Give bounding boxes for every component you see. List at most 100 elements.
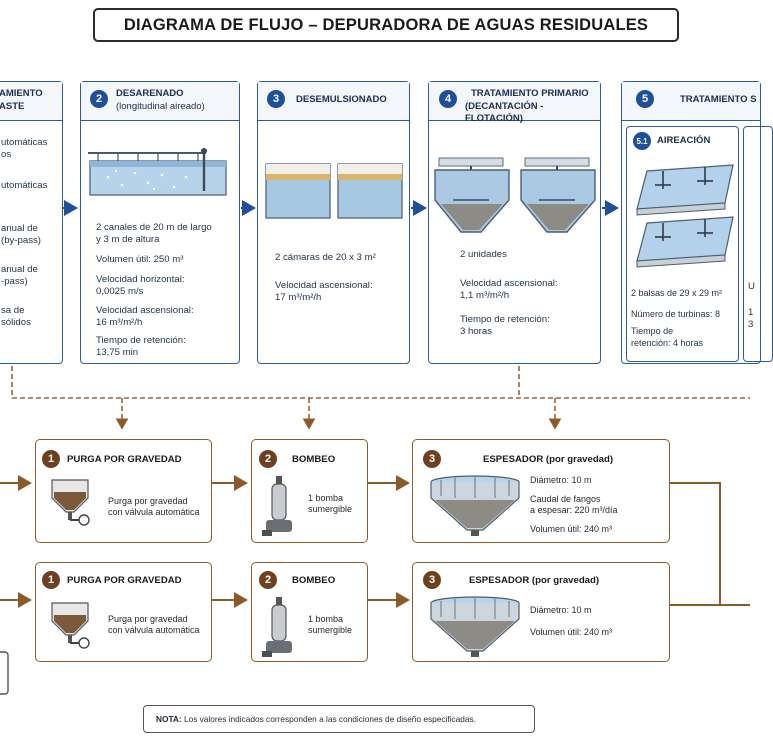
- stage-5-title: TRATAMIENTO S: [680, 94, 757, 105]
- aeration-line: 2 balsas de 29 x 29 m²: [631, 288, 723, 298]
- stage-2-header: 2 DESARENADO (longitudinal aireado): [81, 82, 239, 121]
- row2-espesador-text: Volumen útil: 240 m³: [530, 627, 613, 637]
- row1-espesador-text: Diámetro: 10 m: [530, 475, 592, 485]
- stage-2-line: Volumen útil: 250 m³: [96, 254, 184, 265]
- row2-purga-number: 1: [42, 571, 60, 589]
- footnote-text: Los valores indicados corresponden a las…: [181, 714, 476, 724]
- stage-5-card: 5 TRATAMIENTO S 5.1 AIREACIÓN 2 balsas d…: [621, 81, 773, 364]
- stage-1-line: anual de: [1, 264, 38, 275]
- stage-3-header: 3 DESEMULSIONADO: [258, 82, 409, 121]
- stage-4-number: 4: [439, 90, 457, 108]
- row2-purga-title: PURGA POR GRAVEDAD: [67, 575, 182, 586]
- aeration-basin-2: [636, 216, 734, 268]
- stage-1-line: utomáticas: [1, 180, 48, 191]
- stage-2-line: 16 m³/m²/h: [96, 317, 143, 328]
- stage-1-line: sa de: [1, 305, 25, 316]
- aeration-subcard: 5.1 AIREACIÓN 2 balsas de 29 x 29 m² Núm…: [626, 126, 739, 362]
- stage-4-line: Tiempo de retención:: [460, 314, 550, 325]
- aeration-number: 5.1: [633, 132, 651, 150]
- primary-settler-illustration: [434, 157, 596, 233]
- row1-espesador-text: a espesar: 220 m³/día: [530, 505, 618, 515]
- settler-unit-1: [434, 157, 510, 233]
- row1-purga-text: Purga por gravedad: [108, 496, 188, 506]
- desander-channel-illustration: [88, 148, 227, 196]
- aeration-line: Número de turbinas: 8: [631, 309, 721, 319]
- stage-2-line: Velocidad ascensional:: [96, 305, 194, 316]
- stage-2-line: 13,75 min: [96, 347, 139, 358]
- stage-4-line: Velocidad ascensional:: [460, 278, 558, 289]
- stage-1-title2: ASTE: [0, 101, 25, 112]
- submersible-pump-icon: [262, 597, 292, 657]
- stage-2-line: y 3 m de altura: [96, 234, 160, 245]
- stage-2-line: 2 canales de 20 m de largo: [96, 222, 212, 233]
- stage-4-subtitle: (DECANTACIÓN - FLOTACIÓN): [465, 101, 544, 124]
- aeration-title: AIREACIÓN: [657, 135, 711, 146]
- row2-espesador-card: 3 ESPESADOR (por gravedad) Diámetro: 10 …: [412, 562, 670, 662]
- partial-left-box: [0, 651, 9, 695]
- submersible-pump-icon: [262, 476, 292, 536]
- stage-3-line: 2 cámaras de 20 x 3 m²: [275, 252, 376, 263]
- stage-2-subtitle: (longitudinal aireado): [116, 101, 205, 112]
- gravity-hopper-icon: [51, 602, 90, 649]
- row1-espesador-title: ESPESADOR (por gravedad): [483, 454, 614, 465]
- stage-5-number: 5: [636, 90, 654, 108]
- stage-2-line: Tiempo de retención:: [96, 335, 186, 346]
- stage-1-title: AMIENTO: [0, 88, 43, 99]
- stage-1-line: utomáticas: [1, 137, 48, 148]
- row2-bombeo-text: 1 bomba: [308, 614, 344, 624]
- settler-unit-2: [520, 157, 596, 233]
- stage-3-line: 17 m³/m²/h: [275, 292, 322, 303]
- row2-espesador-text: Diámetro: 10 m: [530, 605, 592, 615]
- row1-bombeo-number: 2: [259, 450, 277, 468]
- stage-1-line: os: [1, 149, 12, 160]
- stage-3-line: Velocidad ascensional:: [275, 280, 373, 291]
- next-subcard-line: 3: [748, 319, 754, 330]
- diagram-title: DIAGRAMA DE FLUJO – DEPURADORA DE AGUAS …: [93, 8, 679, 42]
- next-subcard-line: 1: [748, 307, 754, 318]
- flow-connectors: [0, 200, 750, 695]
- aeration-line: Tiempo de: [631, 326, 674, 336]
- stage-5-header: 5 TRATAMIENTO S: [622, 82, 760, 121]
- stage-4-card: 4 TRATAMIENTO PRIMARIO (DECANTACIÓN - FL…: [428, 81, 601, 364]
- sludge-flow-arrows: [0, 475, 750, 608]
- row1-purga-text: con válvula automática: [108, 507, 200, 517]
- footnote: NOTA: Los valores indicados corresponden…: [143, 705, 535, 733]
- row1-espesador-text: Caudal de fangos: [530, 494, 601, 504]
- stage-1-line: -pass): [1, 276, 28, 287]
- row2-purga-card: 1 PURGA POR GRAVEDAD Purga por gravedad …: [35, 562, 212, 662]
- row2-bombeo-text: sumergible: [308, 625, 353, 635]
- row1-espesador-number: 3: [423, 450, 441, 468]
- stage-3-title: DESEMULSIONADO: [296, 94, 387, 105]
- stage-4-title: TRATAMIENTO PRIMARIO: [471, 88, 589, 99]
- next-subcard-partial: U 1 3: [743, 126, 773, 362]
- aeration-line: retención: 4 horas: [631, 338, 704, 348]
- stage-2-line: Velocidad horizontal:: [96, 274, 185, 285]
- row1-purga-number: 1: [42, 450, 60, 468]
- row1-bombeo-text: 1 bomba: [308, 493, 344, 503]
- row1-purga-title: PURGA POR GRAVEDAD: [67, 454, 182, 465]
- row2-bombeo-card: 2 BOMBEO 1 bomba sumergible: [251, 562, 368, 662]
- demulsifier-chambers-illustration: [265, 163, 403, 219]
- stage-4-line: 2 unidades: [460, 249, 507, 260]
- aeration-basins-illustration: [636, 164, 734, 268]
- row2-bombeo-title: BOMBEO: [292, 575, 336, 586]
- footnote-label: NOTA:: [156, 714, 182, 724]
- thickener-tank-illustration: [430, 596, 520, 657]
- row2-purga-text: Purga por gravedad: [108, 614, 188, 624]
- row1-bombeo-title: BOMBEO: [292, 454, 336, 465]
- stage-2-title: DESARENADO: [116, 88, 184, 99]
- stage-2-number: 2: [90, 90, 108, 108]
- stage-1-card: AMIENTO ASTE utomáticas os utomáticas an…: [0, 81, 63, 364]
- stage-1-line: sólidos: [1, 317, 31, 328]
- row1-bombeo-text: sumergible: [308, 504, 353, 514]
- gravity-hopper-icon: [51, 479, 90, 526]
- stage-1-line: (by-pass): [1, 235, 41, 246]
- row2-purga-text: con válvula automática: [108, 625, 200, 635]
- thickener-tank-illustration: [430, 475, 520, 536]
- stage-4-header: 4 TRATAMIENTO PRIMARIO (DECANTACIÓN - FL…: [429, 82, 600, 124]
- row1-espesador-card: 3 ESPESADOR (por gravedad) Diámetro: 10 …: [412, 439, 670, 543]
- stage-1-header: AMIENTO ASTE: [0, 82, 62, 121]
- row2-espesador-number: 3: [423, 571, 441, 589]
- stage-2-card: 2 DESARENADO (longitudinal aireado) 2 ca…: [80, 81, 240, 364]
- row2-espesador-title: ESPESADOR (por gravedad): [469, 575, 600, 586]
